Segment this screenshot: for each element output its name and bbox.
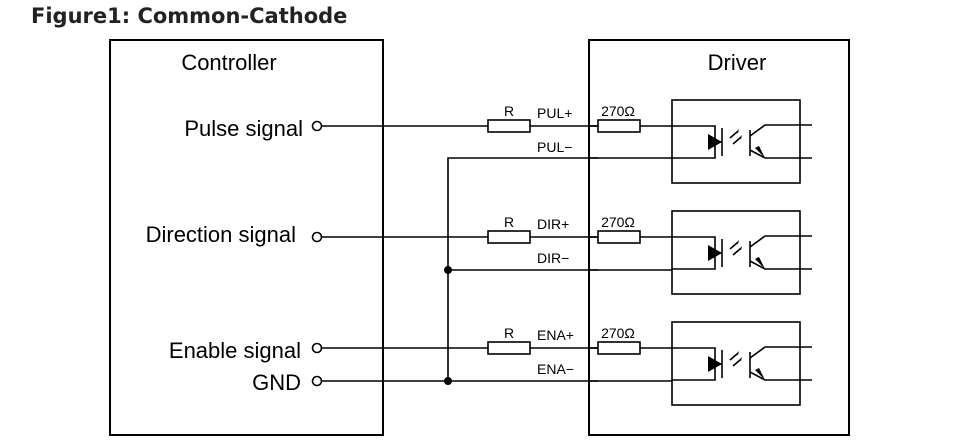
plus-wires <box>322 125 598 349</box>
pulse-terminal <box>311 120 323 132</box>
pul-plus-label: PUL+ <box>537 105 572 121</box>
dir-minus-label: DIR− <box>537 250 569 266</box>
junction-dot <box>444 266 452 274</box>
resistor-r-ena <box>487 341 531 355</box>
resistor-r-label-2: R <box>504 214 514 230</box>
enable-terminal <box>311 342 323 354</box>
optocoupler <box>671 321 812 406</box>
resistor-270-ena <box>597 341 641 355</box>
internal-resistors <box>597 119 641 355</box>
pulse-signal-label: Pulse signal <box>184 116 303 141</box>
gnd-label: GND <box>252 370 301 395</box>
resistor-r-label-1: R <box>504 103 514 119</box>
enable-signal-label: Enable signal <box>169 338 301 363</box>
resistor-r-pul <box>487 119 531 133</box>
ena-plus-label: ENA+ <box>537 327 574 343</box>
ena-minus-label: ENA− <box>537 361 574 377</box>
pul-minus-label: PUL− <box>537 139 572 155</box>
resistor-r-dir <box>487 230 531 244</box>
resistor-270-pul <box>597 119 641 133</box>
junction-dot <box>444 377 452 385</box>
resistor-270-label-2: 270Ω <box>601 214 635 230</box>
resistor-r-label-3: R <box>504 325 514 341</box>
external-resistors <box>487 119 531 355</box>
gnd-terminal <box>311 375 323 387</box>
figure-title: Figure1: Common-Cathode <box>31 4 348 28</box>
direction-terminal <box>311 231 323 243</box>
optocoupler <box>671 99 812 184</box>
resistor-270-label-3: 270Ω <box>601 325 635 341</box>
dir-plus-label: DIR+ <box>537 216 569 232</box>
ground-bus <box>322 157 598 382</box>
resistor-270-label-1: 270Ω <box>601 103 635 119</box>
driver-title: Driver <box>708 50 767 75</box>
optocoupler <box>671 210 812 295</box>
controller-title: Controller <box>181 50 276 75</box>
driver-internal-wires <box>589 125 672 382</box>
resistor-270-dir <box>597 230 641 244</box>
direction-signal-label: Direction signal <box>146 222 296 247</box>
